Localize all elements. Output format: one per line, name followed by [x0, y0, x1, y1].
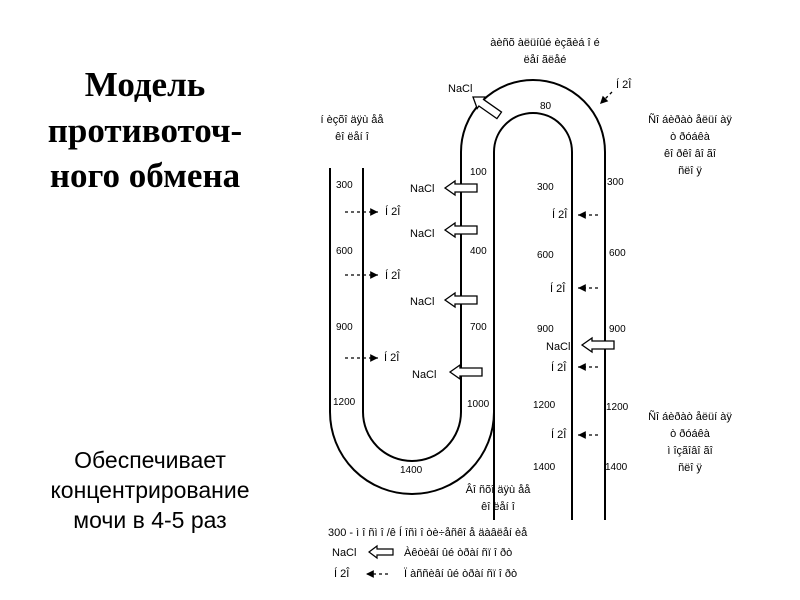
ascending-inner-label-2: ò ðóáêà — [670, 428, 711, 440]
nacl-label-top: NaCl — [448, 83, 472, 95]
legend-active-text: Àêòèâí ûé òðàí ñï î ðò — [404, 546, 512, 559]
ascending-inner-label-4: ñëî ÿ — [678, 462, 702, 474]
legend-header: 300 - ì î ñì î /ê Í îñì î òè÷åñêî å äàâë… — [328, 526, 528, 539]
water-arrow-top — [599, 91, 613, 105]
title-line-1: Модель — [84, 65, 206, 104]
ascending-inner-label-1: Ñî áèðàò åëüí àÿ — [648, 410, 732, 423]
value-middle-600: 600 — [537, 250, 554, 261]
value-bottom-1400: 1400 — [400, 465, 423, 476]
outer-wall-path — [329, 112, 573, 495]
value-right-600: 600 — [609, 248, 626, 259]
value-left-inner-1000: 1000 — [467, 399, 490, 410]
nacl-arrow-top — [472, 96, 503, 120]
value-right-300: 300 — [607, 177, 624, 188]
bottom-label-2: êî ëåí î — [481, 501, 516, 513]
value-right-1200: 1200 — [606, 402, 629, 413]
bottom-label-1: Âî ñõî äÿù åå — [466, 483, 532, 496]
descending-label-2: êî ëåí î — [335, 131, 370, 143]
value-middle-1400: 1400 — [533, 462, 556, 473]
nacl-label-3: NaCl — [410, 296, 434, 308]
nacl-label-1: NaCl — [410, 183, 434, 195]
descending-label-1: í èçõî äÿù åå — [321, 114, 385, 126]
water-arrows — [345, 91, 613, 439]
subtitle-line-3: мочи в 4-5 раз — [73, 506, 227, 533]
value-left-outer-300: 300 — [336, 180, 353, 191]
water-label-1: Í 2Î — [385, 205, 401, 218]
nacl-label-5: NaCl — [546, 341, 570, 353]
legend-water-label: Í 2Î — [334, 567, 350, 580]
nacl-label-2: NaCl — [410, 228, 434, 240]
nacl-arrow-2 — [443, 221, 478, 239]
nacl-arrow-5 — [580, 336, 615, 354]
legend-passive-text: Ï àññèâí ûé òðàí ñï î ðò — [404, 568, 517, 580]
title-line-2: противоточ- — [47, 110, 243, 150]
water-label-3: Í 2Î — [384, 351, 400, 364]
ascending-thick-label-3: êî ðêî âî ãî — [664, 148, 717, 160]
value-left-inner-700: 700 — [470, 322, 487, 333]
subtitle-line-2: концентрирование — [50, 476, 250, 503]
value-middle-900: 900 — [537, 324, 554, 335]
value-left-outer-1200: 1200 — [333, 397, 356, 408]
nacl-arrow-1 — [443, 179, 478, 197]
value-left-inner-400: 400 — [470, 246, 487, 257]
subtitle-line-1: Обеспечивает — [74, 447, 226, 473]
legend-active-arrow — [368, 544, 394, 560]
value-left-outer-900: 900 — [336, 322, 353, 333]
nacl-arrows: NaCl NaCl NaCl NaCl NaCl NaCl — [410, 83, 615, 381]
ascending-thick-label-1: Ñî áèðàò åëüí àÿ — [648, 113, 732, 126]
slide-title: Модель противоточ- ного обмена — [20, 62, 270, 199]
thin-segment-label-2: ëåí ãëåé — [524, 54, 567, 66]
nacl-label-4: NaCl — [412, 369, 436, 381]
water-label-4: Í 2Î — [552, 208, 568, 221]
slide-subtitle: Обеспечивает концентрирование мочи в 4-5… — [20, 446, 280, 536]
water-label-2: Í 2Î — [385, 269, 401, 282]
ascending-thick-label-2: ò ðóáêà — [670, 131, 711, 143]
ascending-inner-label-3: ì îçãîâî ãî — [667, 445, 713, 457]
value-middle-1200: 1200 — [533, 400, 556, 411]
value-left-outer-600: 600 — [336, 246, 353, 257]
nacl-arrow-4 — [448, 363, 483, 381]
water-label-7: Í 2Î — [551, 428, 567, 441]
water-label-top: Í 2Î — [616, 78, 632, 91]
value-right-900: 900 — [609, 324, 626, 335]
ascending-thick-label-4: ñëî ÿ — [678, 165, 702, 177]
value-top-80: 80 — [540, 101, 552, 112]
value-left-inner-100: 100 — [470, 167, 487, 178]
legend-nacl-label: NaCl — [332, 547, 356, 559]
inner-wall-path — [362, 79, 606, 462]
title-line-3: ного обмена — [49, 156, 241, 195]
water-label-5: Í 2Î — [550, 282, 566, 295]
value-right-1400: 1400 — [605, 462, 628, 473]
thin-segment-label-1: àèñõ àëüíûé èçãèá î é — [490, 37, 599, 49]
nacl-arrow-3 — [443, 291, 478, 309]
water-label-6: Í 2Î — [551, 361, 567, 374]
value-middle-300: 300 — [537, 182, 554, 193]
